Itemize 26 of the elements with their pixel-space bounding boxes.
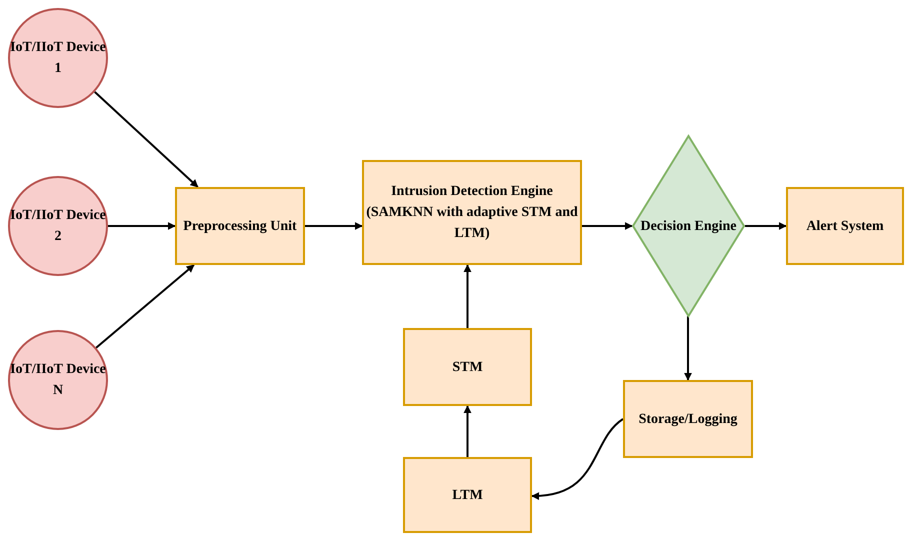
arrow [108, 222, 176, 230]
node-label: Preprocessing Unit [182, 218, 298, 236]
process-box [362, 160, 582, 265]
arrow [305, 222, 363, 230]
node-label: IoT/IIoT Device 1 [9, 39, 107, 78]
node-label: Storage/Logging [638, 410, 738, 428]
arrow [531, 418, 624, 500]
process-box [403, 328, 532, 406]
arrow [96, 264, 195, 348]
arrow [464, 405, 472, 457]
node-label: Decision Engine [639, 218, 738, 236]
node-label: IoT/IIoT Device 2 [9, 207, 107, 246]
node-label: Intrusion Detection Engine (SAMKNN with adaptive STM and LTM) [365, 183, 579, 243]
arrow [582, 222, 633, 230]
process-box [403, 457, 532, 533]
node-label: IoT/IIoT Device N [9, 361, 107, 400]
node-label: STM [451, 358, 484, 376]
process-box [623, 380, 753, 458]
arrow [464, 264, 472, 328]
arrow [745, 222, 787, 230]
process-box [786, 187, 904, 265]
process-box [175, 187, 305, 265]
node-label: Alert System [805, 218, 885, 236]
arrow [94, 91, 198, 188]
arrow [684, 316, 692, 381]
node-label: LTM [451, 486, 484, 504]
